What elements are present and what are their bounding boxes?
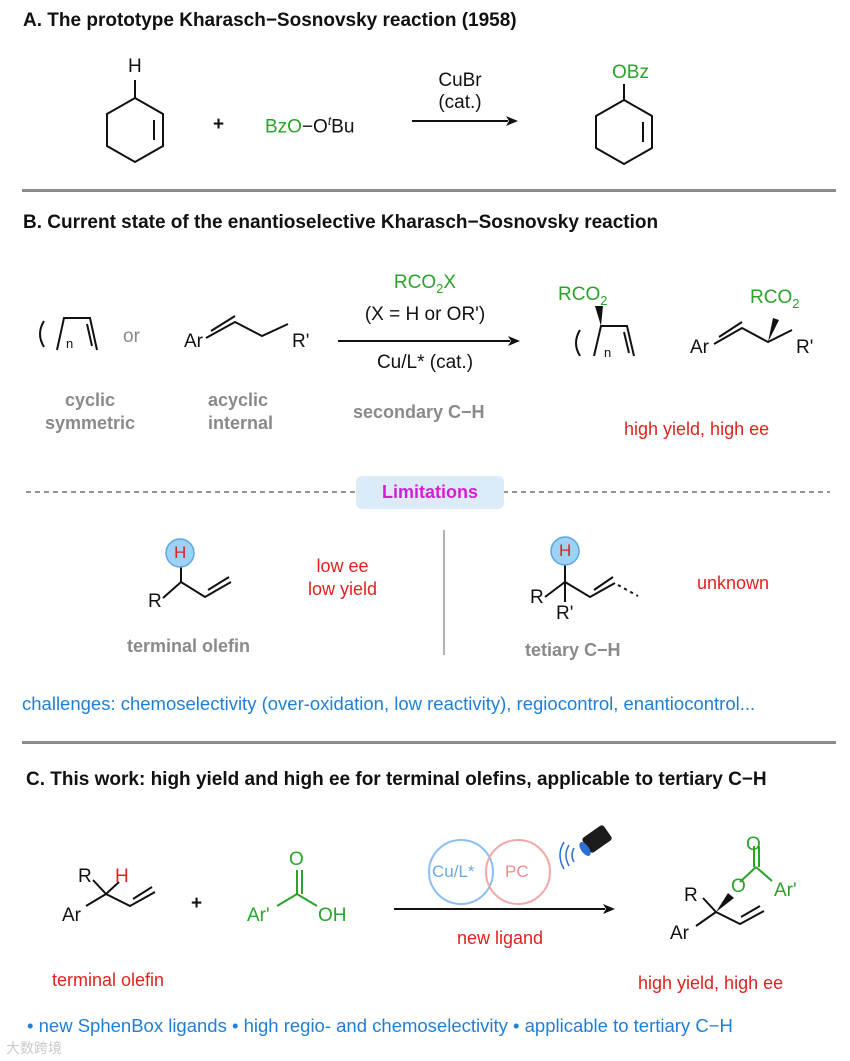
cyclic-product — [575, 306, 635, 357]
reagent-dash-o: −O — [301, 116, 328, 138]
c-acid-o: O — [289, 849, 304, 870]
secondary-ch-label: secondary C−H — [353, 402, 485, 422]
section-divider-1 — [22, 189, 836, 192]
c-plus-sign: + — [191, 893, 203, 914]
carboxylic-acid — [276, 870, 318, 907]
section-divider-2 — [22, 741, 836, 744]
low-ee-label: low ee — [316, 556, 369, 576]
b-reagent: RCO2X — [360, 272, 490, 296]
c-product-ar-prime: Ar' — [774, 880, 797, 901]
catalyst-note: (cat.) — [438, 92, 482, 113]
b-product-r-prime: R' — [796, 337, 814, 358]
section-c-heading: C. This work: high yield and high ee for… — [26, 769, 767, 790]
arrow-a — [412, 116, 518, 126]
or-label: or — [123, 326, 140, 347]
acyclic-alkene — [205, 315, 289, 339]
c-acid-ar-prime: Ar' — [247, 905, 270, 926]
cyclic-alkene — [39, 317, 98, 351]
b-product-ar: Ar — [690, 337, 709, 358]
h-highlight-circle — [165, 538, 195, 568]
tertiary-structure — [544, 564, 616, 602]
arrow-b — [338, 336, 520, 346]
c-product-ester-o: O — [731, 876, 746, 897]
c-r-label: R — [78, 866, 92, 887]
c-terminal-olefin-label: terminal olefin — [52, 970, 165, 990]
b-reagent-x: X — [443, 272, 457, 293]
ar-label: Ar — [184, 331, 203, 352]
c-acid-oh: OH — [318, 905, 347, 926]
c-h-label: H — [115, 866, 129, 887]
b-acyclic-sub: 2 — [792, 295, 800, 311]
watermark: 大数跨境 — [6, 1040, 62, 1056]
allylic-h-label: H — [128, 56, 142, 77]
challenges-text: challenges: chemoselectivity (over-oxida… — [22, 693, 756, 714]
tertiary-ch-label: tetiary C−H — [525, 640, 621, 660]
cyclohexene-product — [595, 84, 653, 166]
product-ring-size-n: n — [604, 345, 612, 360]
tertiary-h: H — [559, 541, 572, 560]
plus-sign: + — [213, 114, 225, 135]
b-reagent-rco: RCO — [393, 272, 437, 293]
light-source-icon — [559, 825, 612, 870]
tertiary-r: R — [530, 587, 544, 608]
b-acyclic-rco: RCO — [750, 287, 793, 308]
section-b-heading: B. Current state of the enantioselective… — [23, 212, 659, 233]
tertiary-r-prime: R' — [556, 603, 574, 624]
c-product-r: R — [684, 885, 698, 906]
terminal-h: H — [174, 543, 187, 562]
b-acyclic-product-group: RCO2 — [750, 287, 799, 311]
c-outcome: high yield, high ee — [638, 973, 784, 993]
h-highlight-circle-2 — [550, 536, 580, 566]
cyclic-label-1: cyclic — [64, 390, 116, 410]
b-cyclic-rco: RCO — [558, 284, 601, 305]
cyclohexene-reactant — [106, 80, 164, 164]
acyclic-label-1: acyclic — [208, 390, 269, 410]
ester-group — [739, 846, 773, 883]
c-ar-label: Ar — [62, 905, 81, 926]
section-c-reactant — [85, 879, 156, 908]
section-a-heading: A. The prototype Kharasch−Sosnovsky reac… — [23, 10, 517, 31]
cyclic-label-2: symmetric — [44, 413, 136, 433]
reagent-tert: t — [327, 114, 332, 128]
c-product-ar: Ar — [670, 923, 689, 944]
catalyst-label: CuBr — [438, 70, 482, 91]
unknown-label: unknown — [697, 573, 770, 593]
c-product-carbonyl-o: O — [746, 834, 761, 855]
b-reagent-note: (X = H or OR') — [364, 304, 486, 325]
b-cyclic-sub: 2 — [600, 292, 608, 308]
limitations-badge: Limitations — [356, 476, 504, 509]
product-obz-label: OBz — [612, 62, 649, 83]
new-ligand-label: new ligand — [456, 928, 544, 948]
terminal-olefin-structure — [162, 565, 232, 599]
b-outcome: high yield, high ee — [624, 419, 770, 439]
cu-ligand-label: Cu/L* — [432, 862, 475, 881]
r-prime-label: R' — [292, 331, 310, 352]
acyclic-label-2: internal — [208, 413, 274, 433]
ring-size-n: n — [66, 336, 74, 351]
photocatalyst-circle — [485, 839, 551, 905]
cu-ligand-circle — [428, 839, 494, 905]
terminal-r: R — [148, 591, 162, 612]
b-reagent-sub: 2 — [436, 280, 444, 296]
b-cyclic-product-group: RCO2 — [558, 284, 607, 308]
reagent-bu: Bu — [331, 116, 355, 138]
arrow-c — [394, 904, 615, 914]
c-footer-highlights: • new SphenBox ligands • high regio- and… — [27, 1015, 733, 1036]
terminal-olefin-label: terminal olefin — [127, 636, 251, 656]
b-catalyst: Cu/L* (cat.) — [376, 352, 474, 373]
perester-reagent: BzO−OtBu — [265, 114, 354, 138]
acyclic-product — [713, 318, 793, 345]
photocatalyst-label: PC — [505, 862, 529, 881]
section-c-product — [695, 897, 765, 927]
low-yield-label: low yield — [307, 579, 378, 599]
reagent-bzo: BzO — [265, 116, 302, 138]
